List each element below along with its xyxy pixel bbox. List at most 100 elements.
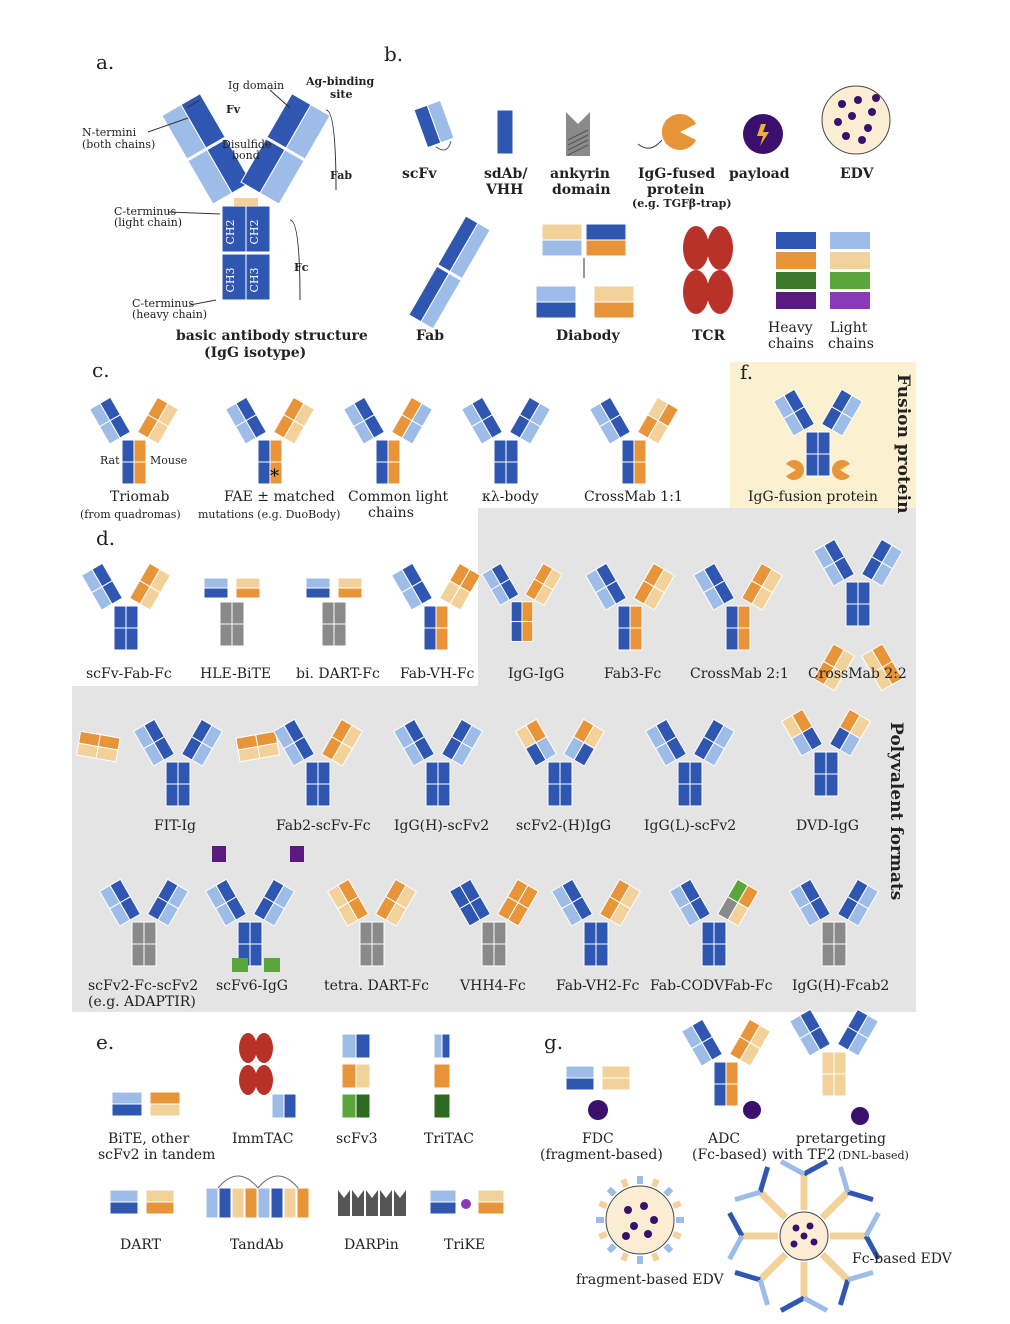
sdab-label-2: VHH [486, 182, 524, 198]
fab-arm [820, 388, 864, 437]
heavy-chain-swatch [776, 232, 816, 249]
fab-arm [740, 562, 784, 611]
fused-protein [832, 460, 850, 480]
crossmab-11 [588, 396, 680, 485]
fusion-protein-side-label: Fusion protein [893, 374, 913, 514]
ankyrin-repeat [380, 1190, 392, 1216]
domain [145, 1201, 175, 1215]
fab-vh-fc [390, 562, 482, 651]
vhh4-fc-label: VHH4-Fc [460, 978, 526, 994]
fc-domain [559, 761, 573, 785]
fc-domain [817, 431, 831, 455]
constant-domain [413, 735, 436, 761]
fc-domain [621, 439, 635, 463]
fc-domain [505, 461, 519, 485]
fc-domain [257, 439, 271, 463]
fab-arm [390, 396, 434, 445]
fc-domain [633, 439, 647, 463]
ankyrin-icon [566, 112, 590, 156]
ankyrin-label-2: domain [552, 182, 611, 198]
domain [333, 623, 347, 647]
iggh-fcab2 [788, 878, 880, 967]
domain [305, 577, 331, 589]
linker [217, 1175, 299, 1189]
fc-domain [805, 453, 819, 477]
dvd-igg [780, 708, 872, 797]
fc-domain [547, 761, 561, 785]
fc-domain [629, 627, 643, 651]
payload [588, 1100, 608, 1120]
domain [441, 1033, 451, 1059]
fab-arm [128, 562, 172, 611]
domain [341, 1033, 357, 1059]
fc-domain [713, 943, 727, 967]
domain [541, 223, 583, 241]
fab-vh2-fc [550, 878, 642, 967]
fab-arm [863, 1211, 881, 1238]
fc-domain [813, 751, 827, 775]
tritac-label: TriTAC [424, 1131, 474, 1147]
ankyrin-label: ankyrin [550, 166, 610, 182]
fc-domain [713, 921, 727, 945]
tcr-domain [255, 1065, 273, 1095]
fc-domain [595, 921, 609, 945]
tcr-domain [707, 270, 733, 314]
kl-body [460, 396, 552, 485]
domain-text: CH2 [248, 219, 261, 244]
fc-domain [257, 461, 271, 485]
c-terminus-heavy-label-2: (heavy chain) [132, 308, 208, 321]
fc-domain [833, 943, 847, 967]
sdab-icon [496, 109, 514, 155]
domain [585, 223, 627, 241]
fab-codvfab-fc [668, 878, 760, 967]
fc-domain [437, 783, 451, 807]
disulfide-label: Disulfide [222, 138, 272, 151]
right-fab [240, 93, 331, 205]
fc-domain [269, 461, 283, 485]
fab-arm [779, 1159, 806, 1177]
crossmab-22-lower [812, 643, 904, 692]
fc-domain [521, 601, 534, 623]
fab2-scfv-fc [272, 718, 364, 807]
heavy-chains-label: Heavy [768, 320, 813, 336]
constant-domain [793, 405, 816, 431]
domain [205, 1187, 219, 1219]
hinge [234, 198, 258, 206]
fab-arm [836, 878, 880, 927]
fv-label: Fv [226, 103, 241, 116]
cargo [790, 1240, 798, 1248]
fab-arm [812, 643, 856, 692]
fab-arm [837, 1279, 851, 1306]
constant-domain [283, 419, 306, 445]
fragment [596, 1217, 604, 1223]
fab-vh-fc-label: Fab-VH-Fc [400, 666, 475, 682]
constant-domain [809, 1025, 832, 1051]
fab-arm [272, 718, 316, 767]
domain [283, 1187, 297, 1219]
fab-arm [636, 396, 680, 445]
fc-domain [821, 943, 835, 967]
domain [219, 601, 233, 625]
fab-arm [837, 1166, 851, 1193]
fab-arm [779, 1295, 806, 1313]
crossmab-22 [812, 538, 904, 627]
fab-arm [272, 396, 316, 445]
constant-domain [833, 555, 856, 581]
fit-ig [132, 718, 224, 807]
fc-domain [737, 605, 751, 629]
hle-bite-label: HLE-BiTE [200, 666, 272, 682]
domain [218, 1187, 232, 1219]
fragment [663, 1186, 674, 1197]
fc-domain [521, 621, 534, 642]
domain [429, 1201, 457, 1215]
triomab [88, 396, 180, 485]
fc-domain [510, 621, 523, 642]
fab-arm [252, 878, 296, 927]
domain [433, 1033, 443, 1059]
domain [145, 1189, 175, 1203]
fc-domain [493, 943, 507, 967]
fab-arm [788, 1008, 832, 1057]
constant-domain [701, 1035, 724, 1061]
fc-domain [371, 921, 385, 945]
